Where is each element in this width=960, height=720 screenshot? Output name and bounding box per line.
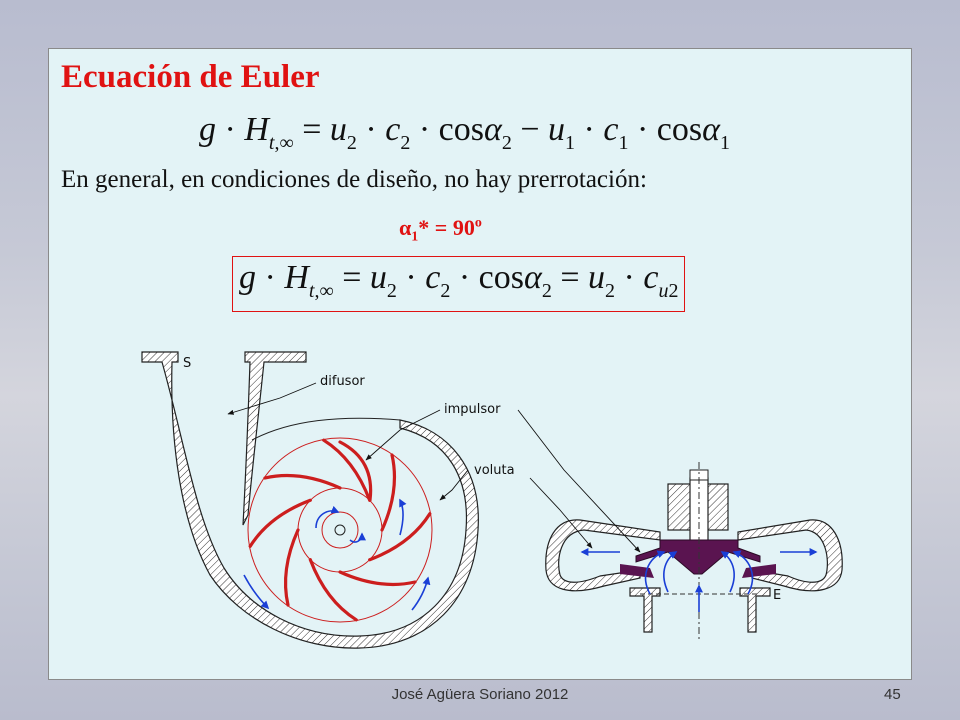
footer-author: José Agüera Soriano 2012 — [391, 686, 569, 703]
flow-arrows — [243, 498, 431, 611]
volute-casing — [141, 351, 479, 649]
volute-label: voluta — [474, 463, 515, 478]
diffuser-label: difusor — [320, 374, 365, 389]
page-number: 45 — [884, 686, 901, 703]
alpha-condition: α1* = 90o — [399, 215, 482, 245]
impeller-label: impulsor — [444, 402, 501, 417]
section-flow-arrows — [580, 548, 818, 612]
design-condition-sentence: En general, en condiciones de diseño, no… — [61, 166, 647, 193]
outlet-label: S — [183, 356, 191, 371]
slide-title: Ecuación de Euler — [61, 59, 320, 95]
inlet-label: E — [773, 588, 781, 603]
leader-lines — [227, 382, 641, 553]
impeller — [247, 437, 433, 623]
slide: Ecuación de Euler g · Ht,∞ = u2 · c2 · c… — [48, 48, 912, 680]
pump-cross-section — [545, 462, 843, 640]
euler-equation-general: g · Ht,∞ = u2 · c2 · cosα2 − u1 · c1 · c… — [199, 111, 730, 154]
euler-equation-design: g · Ht,∞ = u2 · c2 · cosα2 = u2 · cu2 — [232, 256, 686, 312]
